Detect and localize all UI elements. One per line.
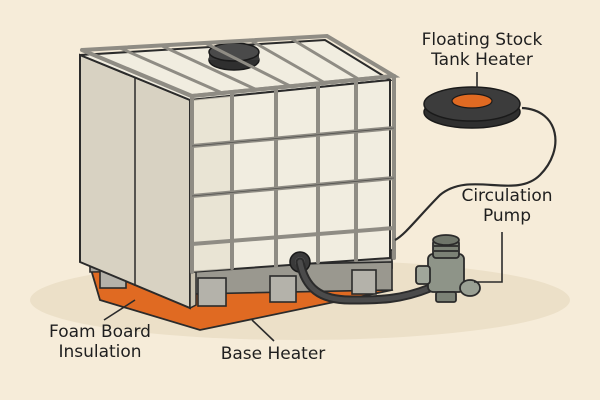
circulation-pump (415, 234, 481, 303)
pump-line-2: Pump (482, 206, 532, 226)
floating-stock-tank-heater (423, 86, 521, 129)
stock-heater-line-2: Tank Heater (431, 50, 533, 70)
label-foam-board-insulation: Foam Board Insulation (30, 322, 170, 362)
stock-heater-line-1: Floating Stock (421, 30, 543, 50)
label-floating-stock-tank-heater: Floating Stock Tank Heater (404, 30, 560, 70)
base-heater-leader (251, 319, 275, 342)
heater-cable (394, 106, 557, 241)
foam-line-2: Insulation (58, 342, 142, 362)
pump-leader (474, 232, 503, 283)
label-circulation-pump: Circulation Pump (442, 186, 572, 226)
label-base-heater: Base Heater (206, 344, 340, 364)
foam-line-1: Foam Board (49, 322, 151, 342)
base-heater-text: Base Heater (220, 344, 326, 364)
pump-line-1: Circulation (461, 186, 553, 206)
foam-leader (103, 299, 136, 321)
